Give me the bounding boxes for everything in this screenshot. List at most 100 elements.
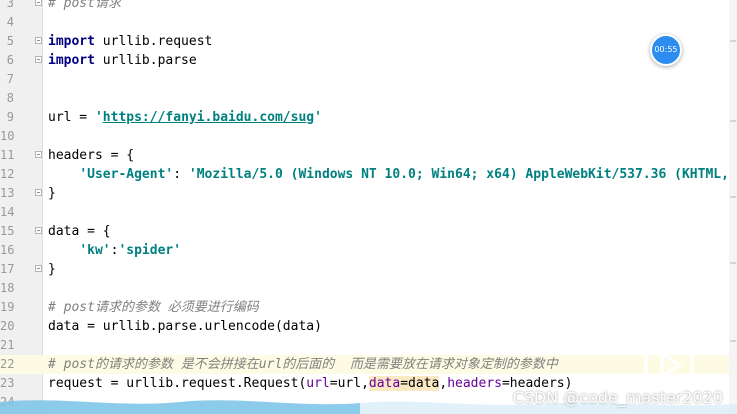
- scrollbar-marker: [730, 196, 736, 198]
- code-line[interactable]: 4: [0, 13, 737, 32]
- code-token: :: [173, 167, 189, 182]
- line-number: 24: [0, 395, 15, 409]
- code-token: 'kw': [79, 243, 111, 258]
- code-token: # post的请求的参数 是不会拼接在url的后面的 而是需要放在请求对象定制的…: [48, 357, 558, 372]
- code-token: ': [94, 110, 103, 125]
- code-text[interactable]: data = {: [48, 222, 111, 241]
- code-text[interactable]: import urllib.parse: [48, 51, 197, 70]
- code-text[interactable]: 'User-Agent': 'Mozilla/5.0 (Windows NT 1…: [48, 165, 729, 184]
- code-text[interactable]: url = 'https://fanyi.baidu.com/sug': [48, 108, 322, 127]
- code-line[interactable]: 9 url = 'https://fanyi.baidu.com/sug': [0, 108, 737, 127]
- code-line[interactable]: 8: [0, 89, 737, 108]
- code-line[interactable]: 13}: [0, 184, 737, 203]
- line-number: 3: [6, 0, 14, 10]
- line-number: 13: [0, 186, 15, 200]
- fold-toggle-icon[interactable]: [35, 151, 42, 158]
- fold-toggle-icon[interactable]: [35, 56, 42, 63]
- code-line[interactable]: 19 # post请求的参数 必须要进行编码: [0, 298, 737, 317]
- line-number: 12: [0, 167, 15, 181]
- line-number: 19: [0, 300, 15, 314]
- fold-toggle-icon[interactable]: [35, 227, 42, 234]
- line-number: 10: [0, 129, 15, 143]
- code-token: data = {: [48, 224, 111, 239]
- code-token: }: [48, 262, 56, 277]
- line-number: 6: [6, 53, 14, 67]
- code-token: headers: [447, 376, 502, 391]
- code-line[interactable]: 3 # post请求: [0, 0, 737, 13]
- code-token: urllib.request: [94, 34, 213, 49]
- code-text[interactable]: # post请求: [48, 0, 121, 13]
- code-text[interactable]: import urllib.request: [48, 32, 212, 51]
- code-line[interactable]: 15 data = {: [0, 222, 737, 241]
- code-text[interactable]: }: [48, 260, 56, 279]
- code-text[interactable]: headers = {: [48, 146, 134, 165]
- code-line[interactable]: 16 'kw':'spider': [0, 241, 737, 260]
- code-line[interactable]: 14: [0, 203, 737, 222]
- code-token: url =: [48, 110, 95, 125]
- fold-toggle-icon[interactable]: [35, 0, 42, 6]
- code-line[interactable]: 5 import urllib.request: [0, 32, 737, 51]
- code-token: # post请求: [48, 0, 121, 11]
- code-line[interactable]: 18: [0, 279, 737, 298]
- code-token: =headers): [501, 376, 573, 391]
- code-token: 'Mozilla/5.0 (Windows NT 10.0; Win64; x6…: [188, 167, 729, 182]
- code-token: request = urllib.request.Request(: [48, 376, 307, 391]
- code-text[interactable]: # post请求的参数 必须要进行编码: [48, 298, 259, 317]
- code-token: =: [400, 376, 409, 391]
- code-text[interactable]: request = urllib.request.Request(url=url…: [48, 374, 572, 393]
- code-token: data: [368, 376, 401, 391]
- code-token: data: [408, 376, 440, 391]
- line-number: 21: [0, 338, 15, 352]
- line-number: 17: [0, 262, 15, 276]
- scrollbar-marker: [730, 340, 736, 342]
- fold-toggle-icon[interactable]: [35, 189, 42, 196]
- line-number: 16: [0, 243, 15, 257]
- code-text[interactable]: 'kw':'spider': [48, 241, 181, 260]
- code-line[interactable]: 10: [0, 127, 737, 146]
- code-token: headers = {: [48, 148, 135, 163]
- code-text[interactable]: }: [48, 184, 56, 203]
- scrollbar-marker: [730, 120, 736, 122]
- code-token: [48, 167, 79, 182]
- code-text[interactable]: # post的请求的参数 是不会拼接在url的后面的 而是需要放在请求对象定制的…: [48, 355, 558, 374]
- code-line[interactable]: 12 'User-Agent': 'Mozilla/5.0 (Windows N…: [0, 165, 737, 184]
- code-text[interactable]: data = urllib.parse.urlencode(data): [48, 317, 322, 336]
- code-token: urllib.parse: [94, 53, 197, 68]
- code-token: }: [48, 186, 56, 201]
- code-token: https://fanyi.baidu.com/sug: [102, 110, 315, 125]
- code-token: :: [110, 243, 119, 258]
- scrollbar-marker: [730, 40, 736, 42]
- vertical-scrollbar[interactable]: [729, 0, 737, 414]
- line-number-gutter: [0, 0, 43, 414]
- csdn-watermark: CSDN @code_master2020: [512, 388, 723, 407]
- code-token: ,: [439, 376, 448, 391]
- code-token: 'spider': [118, 243, 182, 258]
- code-line[interactable]: 21: [0, 336, 737, 355]
- code-token: import: [48, 53, 95, 68]
- code-token: # post请求的参数 必须要进行编码: [48, 300, 259, 315]
- code-line[interactable]: 7: [0, 70, 737, 89]
- line-number: 18: [0, 281, 15, 295]
- line-number: 5: [6, 34, 14, 48]
- video-timer-badge[interactable]: 00:55: [650, 34, 682, 66]
- line-number: 7: [6, 72, 14, 86]
- code-token: import: [48, 34, 95, 49]
- code-line[interactable]: 22 # post的请求的参数 是不会拼接在url的后面的 而是需要放在请求对象定…: [0, 355, 737, 374]
- line-number: 9: [6, 110, 14, 124]
- line-number: 14: [0, 205, 15, 219]
- code-line[interactable]: 17}: [0, 260, 737, 279]
- code-token: 'User-Agent': [79, 167, 174, 182]
- fold-toggle-icon[interactable]: [35, 265, 42, 272]
- code-token: =url,: [329, 376, 369, 391]
- scrollbar-marker: [730, 262, 736, 264]
- play-icon[interactable]: [640, 336, 698, 394]
- fold-toggle-icon[interactable]: [35, 37, 42, 44]
- line-number: 15: [0, 224, 15, 238]
- line-number: 4: [6, 15, 14, 29]
- line-number: 22: [0, 357, 15, 371]
- code-line[interactable]: 6 import urllib.parse: [0, 51, 737, 70]
